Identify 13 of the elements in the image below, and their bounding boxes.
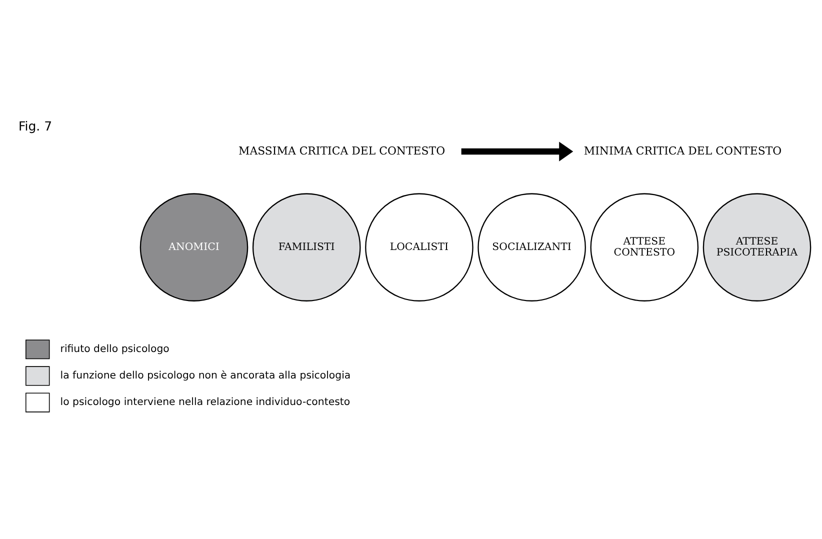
node-circle: SOCIALIZANTI — [478, 192, 586, 301]
diagram-title: Fig. 7 — [18, 118, 52, 133]
node-circle: LOCALISTI — [365, 192, 474, 301]
node-circle: ATTESE PSICOTERAPIA — [702, 192, 812, 301]
node-circle: ATTESE CONTESTO — [590, 192, 699, 301]
node-text: MINIMA CRITICA DEL CONTESTO — [584, 144, 782, 157]
arrow — [461, 141, 574, 161]
node-circle: ANOMICI — [140, 192, 248, 301]
node-circle: FAMILISTI — [252, 192, 361, 301]
node-text: MASSIMA CRITICA DEL CONTESTO — [238, 144, 446, 157]
legend-label: la funzione dello psicologo non è ancorata alla psicologia — [60, 370, 351, 382]
legend-label: lo psicologo interviene nella relazione individuo-contesto — [60, 396, 350, 408]
legend-label: rifiuto dello psicologo — [60, 344, 170, 355]
